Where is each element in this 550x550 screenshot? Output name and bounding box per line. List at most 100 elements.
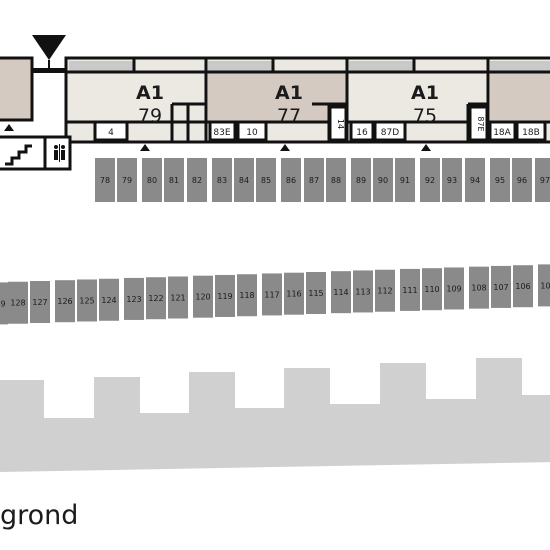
parking-space-number: 129 bbox=[0, 299, 6, 308]
parking-space: 118 bbox=[237, 274, 257, 317]
parking-space-number: 79 bbox=[122, 176, 132, 185]
parking-space-number: 87 bbox=[309, 176, 319, 185]
toilet-icon bbox=[54, 145, 58, 149]
parking-space-number: 118 bbox=[239, 291, 254, 300]
parking-space: 124 bbox=[99, 278, 119, 321]
parking-space: 129 bbox=[0, 282, 8, 325]
parking-space-number: 86 bbox=[286, 176, 296, 185]
parking-space: 119 bbox=[215, 274, 235, 317]
parking-space-number: 96 bbox=[517, 176, 527, 185]
parking-space-number: 83 bbox=[217, 176, 227, 185]
parking-space: 120 bbox=[193, 275, 213, 318]
parking-space: 114 bbox=[331, 271, 351, 314]
parking-space-number: 95 bbox=[495, 176, 505, 185]
parking-space: 117 bbox=[262, 273, 282, 316]
parking-space: 80 bbox=[142, 158, 162, 202]
parking-space: 90 bbox=[373, 158, 393, 202]
parking-space: 109 bbox=[444, 267, 464, 310]
room-label: 4 bbox=[108, 128, 114, 138]
stairs-icon bbox=[5, 144, 32, 166]
room-label: 16 bbox=[356, 128, 368, 138]
parking-space-number: 105 bbox=[540, 281, 550, 290]
parking-space-number: 113 bbox=[355, 287, 370, 296]
parking-space-number: 91 bbox=[400, 176, 410, 185]
parking-space-number: 115 bbox=[308, 289, 323, 298]
parking-space-number: 117 bbox=[264, 290, 279, 299]
parking-space: 92 bbox=[420, 158, 440, 202]
parking-space: 87 bbox=[304, 158, 324, 202]
parking-space: 86 bbox=[281, 158, 301, 202]
floor-legend: grond bbox=[0, 500, 79, 531]
parking-space: 113 bbox=[353, 270, 373, 313]
building-silhouette bbox=[0, 358, 550, 472]
block-number-2: 77 bbox=[277, 105, 301, 127]
room-label: 87E bbox=[476, 116, 485, 131]
parking-space: 97 bbox=[535, 158, 550, 202]
parking-space: 125 bbox=[77, 279, 97, 322]
parking-space: 115 bbox=[306, 271, 326, 314]
parking-space-number: 110 bbox=[424, 285, 439, 294]
parking-space: 83 bbox=[212, 158, 232, 202]
parking-space: 112 bbox=[375, 269, 395, 312]
parking-space-number: 90 bbox=[378, 176, 388, 185]
parking-space-number: 119 bbox=[217, 292, 232, 301]
parking-space-number: 127 bbox=[32, 298, 47, 307]
parking-space-number: 85 bbox=[261, 176, 271, 185]
parking-space: 122 bbox=[146, 277, 166, 320]
parking-space-number: 82 bbox=[192, 176, 202, 185]
parking-space: 121 bbox=[168, 276, 188, 319]
parking-space-number: 128 bbox=[10, 299, 25, 308]
parking-space-number: 92 bbox=[425, 176, 435, 185]
parking-row-1: 78 79 80 81 82 83 84 85 86 87 88 89 90 91 92 93 94 95 96 97 bbox=[95, 158, 550, 202]
parking-space-number: 108 bbox=[471, 284, 486, 293]
room-label: 18A bbox=[493, 128, 511, 138]
parking-space-number: 112 bbox=[377, 287, 392, 296]
parking-space: 81 bbox=[164, 158, 184, 202]
parking-space: 96 bbox=[512, 158, 532, 202]
parking-space-number: 121 bbox=[170, 294, 185, 303]
parking-space: 85 bbox=[256, 158, 276, 202]
parking-space-number: 94 bbox=[470, 176, 480, 185]
room-label: 18B bbox=[522, 128, 540, 138]
parking-space: 116 bbox=[284, 272, 304, 315]
entrance-marker-icon bbox=[32, 35, 66, 60]
parking-space-number: 126 bbox=[57, 297, 72, 306]
room-label: 83E bbox=[213, 128, 230, 138]
parking-space-number: 109 bbox=[446, 284, 461, 293]
parking-space-number: 114 bbox=[333, 288, 348, 297]
parking-space: 93 bbox=[442, 158, 462, 202]
parking-space-number: 116 bbox=[286, 290, 301, 299]
parking-space-number: 106 bbox=[515, 282, 530, 291]
parking-space-number: 97 bbox=[540, 176, 550, 185]
parking-space: 78 bbox=[95, 158, 115, 202]
entry-markers bbox=[4, 124, 431, 151]
parking-space-number: 78 bbox=[100, 176, 110, 185]
parking-space-number: 124 bbox=[101, 296, 116, 305]
parking-space: 88 bbox=[326, 158, 346, 202]
parking-space-number: 81 bbox=[169, 176, 179, 185]
parking-space: 106 bbox=[513, 265, 533, 308]
room-label: 10 bbox=[246, 128, 258, 138]
block-label-3: A1 bbox=[411, 82, 439, 104]
parking-space: 111 bbox=[400, 268, 420, 311]
parking-space: 79 bbox=[117, 158, 137, 202]
parking-space-number: 111 bbox=[402, 286, 417, 295]
parking-space: 128 bbox=[8, 281, 28, 324]
parking-space-number: 93 bbox=[447, 176, 457, 185]
parking-space: 107 bbox=[491, 265, 511, 308]
room-label: 14 bbox=[336, 119, 345, 129]
parking-space: 82 bbox=[187, 158, 207, 202]
parking-space: 110 bbox=[422, 268, 442, 311]
parking-space-number: 120 bbox=[195, 293, 210, 302]
block-number-3: 75 bbox=[413, 105, 437, 127]
parking-space: 95 bbox=[490, 158, 510, 202]
block-number-1: 79 bbox=[138, 105, 162, 127]
parking-space: 89 bbox=[351, 158, 371, 202]
parking-space: 94 bbox=[465, 158, 485, 202]
parking-space-number: 88 bbox=[331, 176, 341, 185]
parking-space: 108 bbox=[469, 266, 489, 309]
parking-space-number: 107 bbox=[493, 283, 508, 292]
room-label: 87D bbox=[381, 128, 399, 138]
parking-space-number: 84 bbox=[239, 176, 249, 185]
